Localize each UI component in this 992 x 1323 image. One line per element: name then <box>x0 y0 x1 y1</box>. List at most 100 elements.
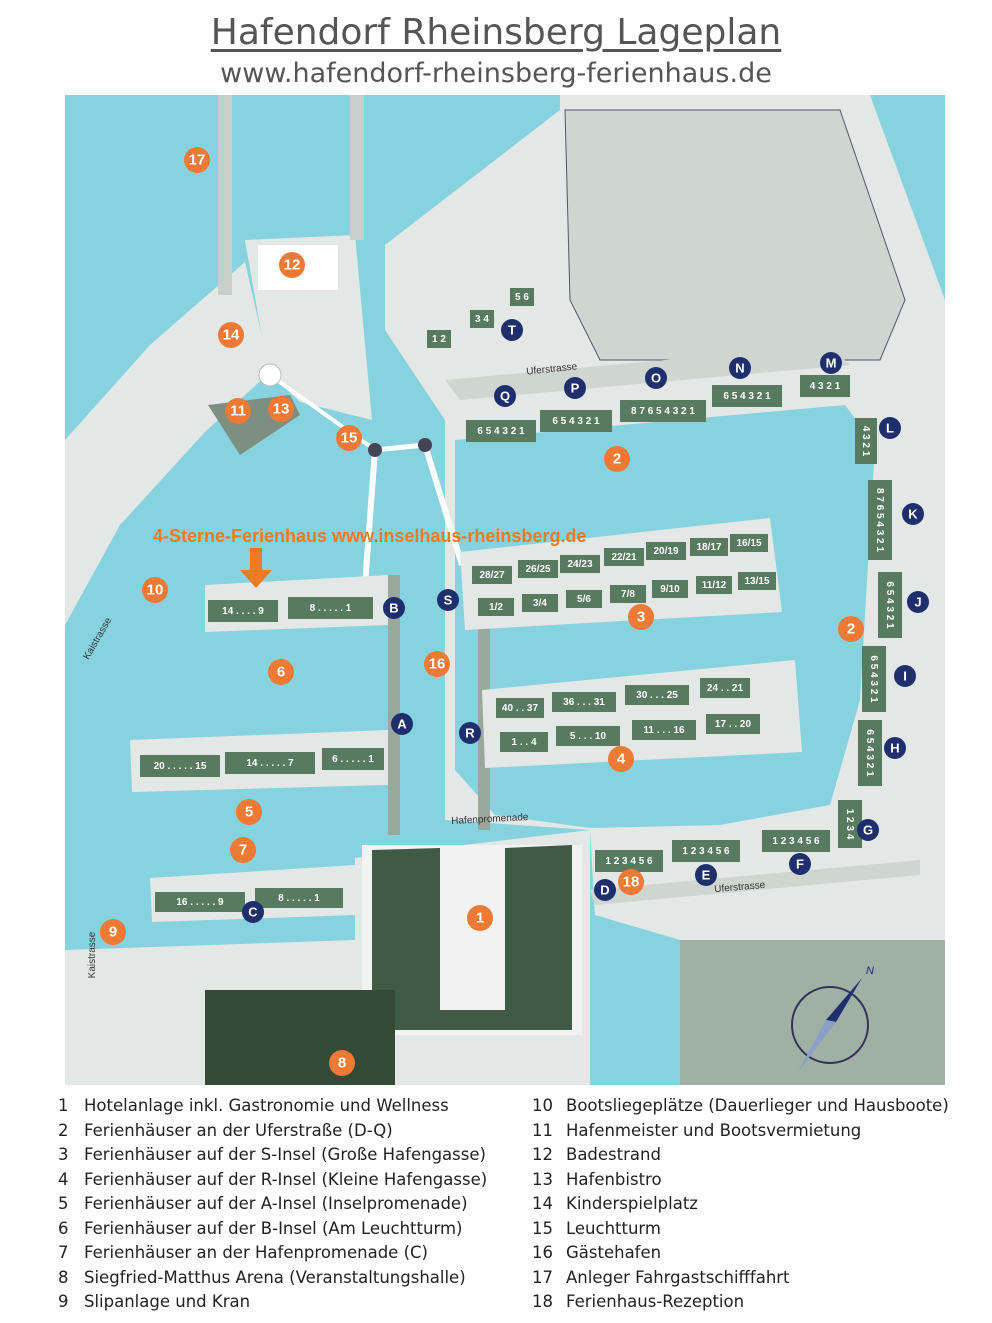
poi-marker-15[interactable]: 15 <box>336 425 362 451</box>
poi-marker-2[interactable]: 2 <box>604 446 630 472</box>
poi-marker-16[interactable]: 16 <box>424 651 450 677</box>
house-number-label: 8 . . . . . 1 <box>310 603 352 614</box>
poi-marker-3[interactable]: 3 <box>628 604 654 630</box>
house-number-label: 1 2 3 4 5 6 <box>605 856 653 867</box>
house-block <box>738 572 776 590</box>
house-row-marker-e[interactable]: E <box>695 864 717 886</box>
house-group: 5 6 <box>510 288 534 306</box>
poi-marker-10[interactable]: 10 <box>142 577 168 603</box>
marker-label: 7 <box>239 842 247 859</box>
poi-marker-6[interactable]: 6 <box>268 659 294 685</box>
house-block <box>696 576 732 594</box>
poi-marker-14[interactable]: 14 <box>218 322 244 348</box>
legend-text: Bootsliegeplätze (Dauerlieger und Hausbo… <box>566 1096 949 1115</box>
house-row-marker-q[interactable]: Q <box>494 385 516 407</box>
house-row-marker-n[interactable]: N <box>729 357 751 379</box>
house-row-marker-c[interactable]: C <box>242 901 264 923</box>
poi-marker-4[interactable]: 4 <box>608 746 634 772</box>
house-row-marker-t[interactable]: T <box>501 319 523 341</box>
marker-circle <box>604 446 630 472</box>
poi-marker-13[interactable]: 13 <box>268 396 294 422</box>
house-group: 13/15 <box>738 572 776 590</box>
house-number-label: 9/10 <box>660 584 680 595</box>
house-block <box>646 542 686 560</box>
marker-circle <box>329 1050 355 1076</box>
poi-marker-12[interactable]: 12 <box>279 252 305 278</box>
street-label-hafenpromenade: Hafenpromenade <box>451 812 529 827</box>
legend-text: Hafenbistro <box>566 1169 662 1189</box>
house-row-marker-r[interactable]: R <box>459 722 481 744</box>
house-group: 1 . . 4 <box>500 732 548 752</box>
house-number-label: 3 4 <box>475 314 489 325</box>
house-row-marker-s[interactable]: S <box>437 589 459 611</box>
house-group: 5 . . . 10 <box>556 726 620 746</box>
house-block <box>322 748 384 770</box>
lighthouse-icon <box>368 443 382 457</box>
house-row-marker-b[interactable]: B <box>383 597 405 619</box>
house-row-marker-j[interactable]: J <box>907 591 929 613</box>
marker-circle <box>594 879 616 901</box>
marker-label: C <box>248 905 258 920</box>
poi-marker-8[interactable]: 8 <box>329 1050 355 1076</box>
house-group: 3/4 <box>522 594 558 612</box>
house-number-label: 8 . . . . . 1 <box>278 893 320 904</box>
house-block <box>560 555 600 573</box>
map-base: N <box>65 95 945 1085</box>
house-row-marker-p[interactable]: P <box>564 377 586 399</box>
poi-marker-1[interactable]: 1 <box>467 905 493 931</box>
house-number-label: 6 5 4 3 2 1 <box>864 729 875 777</box>
house-block <box>208 600 278 622</box>
poi-marker-17[interactable]: 17 <box>184 147 210 173</box>
house-group: 1 2 3 4 5 6 <box>595 850 663 872</box>
marker-circle <box>424 651 450 677</box>
house-group: 18/17 <box>690 538 728 556</box>
marker-label: 18 <box>623 874 640 891</box>
legend-text: Hafenmeister und Bootsvermietung <box>566 1120 862 1140</box>
marker-label: 8 <box>338 1055 346 1072</box>
house-row-marker-m[interactable]: M <box>820 352 842 374</box>
poi-marker-18[interactable]: 18 <box>618 869 644 895</box>
legend-text: Ferienhäuser auf der S-Insel (Große Hafe… <box>84 1145 486 1164</box>
poi-marker-2[interactable]: 2 <box>838 616 864 642</box>
house-number-label: 13/15 <box>744 576 769 587</box>
house-group: 3 4 <box>470 310 494 328</box>
marker-label: 2 <box>847 621 855 638</box>
pier-a-b <box>388 575 400 835</box>
street-label-uferstrasse-south: Uferstrasse <box>714 880 766 895</box>
marker-circle <box>618 869 644 895</box>
poi-marker-11[interactable]: 11 <box>225 398 251 424</box>
marker-circle <box>437 589 459 611</box>
marker-circle <box>391 713 413 735</box>
legend-number: 4 <box>58 1169 69 1189</box>
house-row-marker-k[interactable]: K <box>902 503 924 525</box>
house-group: 1 2 3 4 5 6 <box>762 830 830 852</box>
house-block <box>496 698 544 718</box>
marker-label: 5 <box>245 804 253 821</box>
legend-number: 13 <box>532 1169 553 1189</box>
house-row-marker-i[interactable]: I <box>894 665 916 687</box>
marker-label: 4 <box>617 751 626 768</box>
marker-label: P <box>571 381 580 396</box>
house-row-marker-a[interactable]: A <box>391 713 413 735</box>
marker-label: Q <box>500 389 510 404</box>
legend-number: 8 <box>58 1267 69 1287</box>
house-number-label: 11 . . . 16 <box>643 725 685 736</box>
house-row-marker-d[interactable]: D <box>594 879 616 901</box>
poi-marker-9[interactable]: 9 <box>100 919 126 945</box>
house-block <box>858 720 882 786</box>
house-row-marker-o[interactable]: O <box>645 367 667 389</box>
house-row-marker-f[interactable]: F <box>789 853 811 875</box>
house-row-marker-l[interactable]: L <box>879 417 901 439</box>
house-row-marker-h[interactable]: H <box>884 737 906 759</box>
house-number-label: 8 7 6 5 4 3 2 1 <box>874 488 885 552</box>
poi-marker-7[interactable]: 7 <box>230 837 256 863</box>
marker-circle <box>142 577 168 603</box>
marker-label: E <box>702 868 711 883</box>
house-row-marker-g[interactable]: G <box>857 819 879 841</box>
marker-circle <box>236 799 262 825</box>
marker-circle <box>789 853 811 875</box>
poi-marker-5[interactable]: 5 <box>236 799 262 825</box>
legend-text: Siegfried-Matthus Arena (Veranstaltungsh… <box>84 1267 466 1287</box>
house-block <box>466 420 536 442</box>
